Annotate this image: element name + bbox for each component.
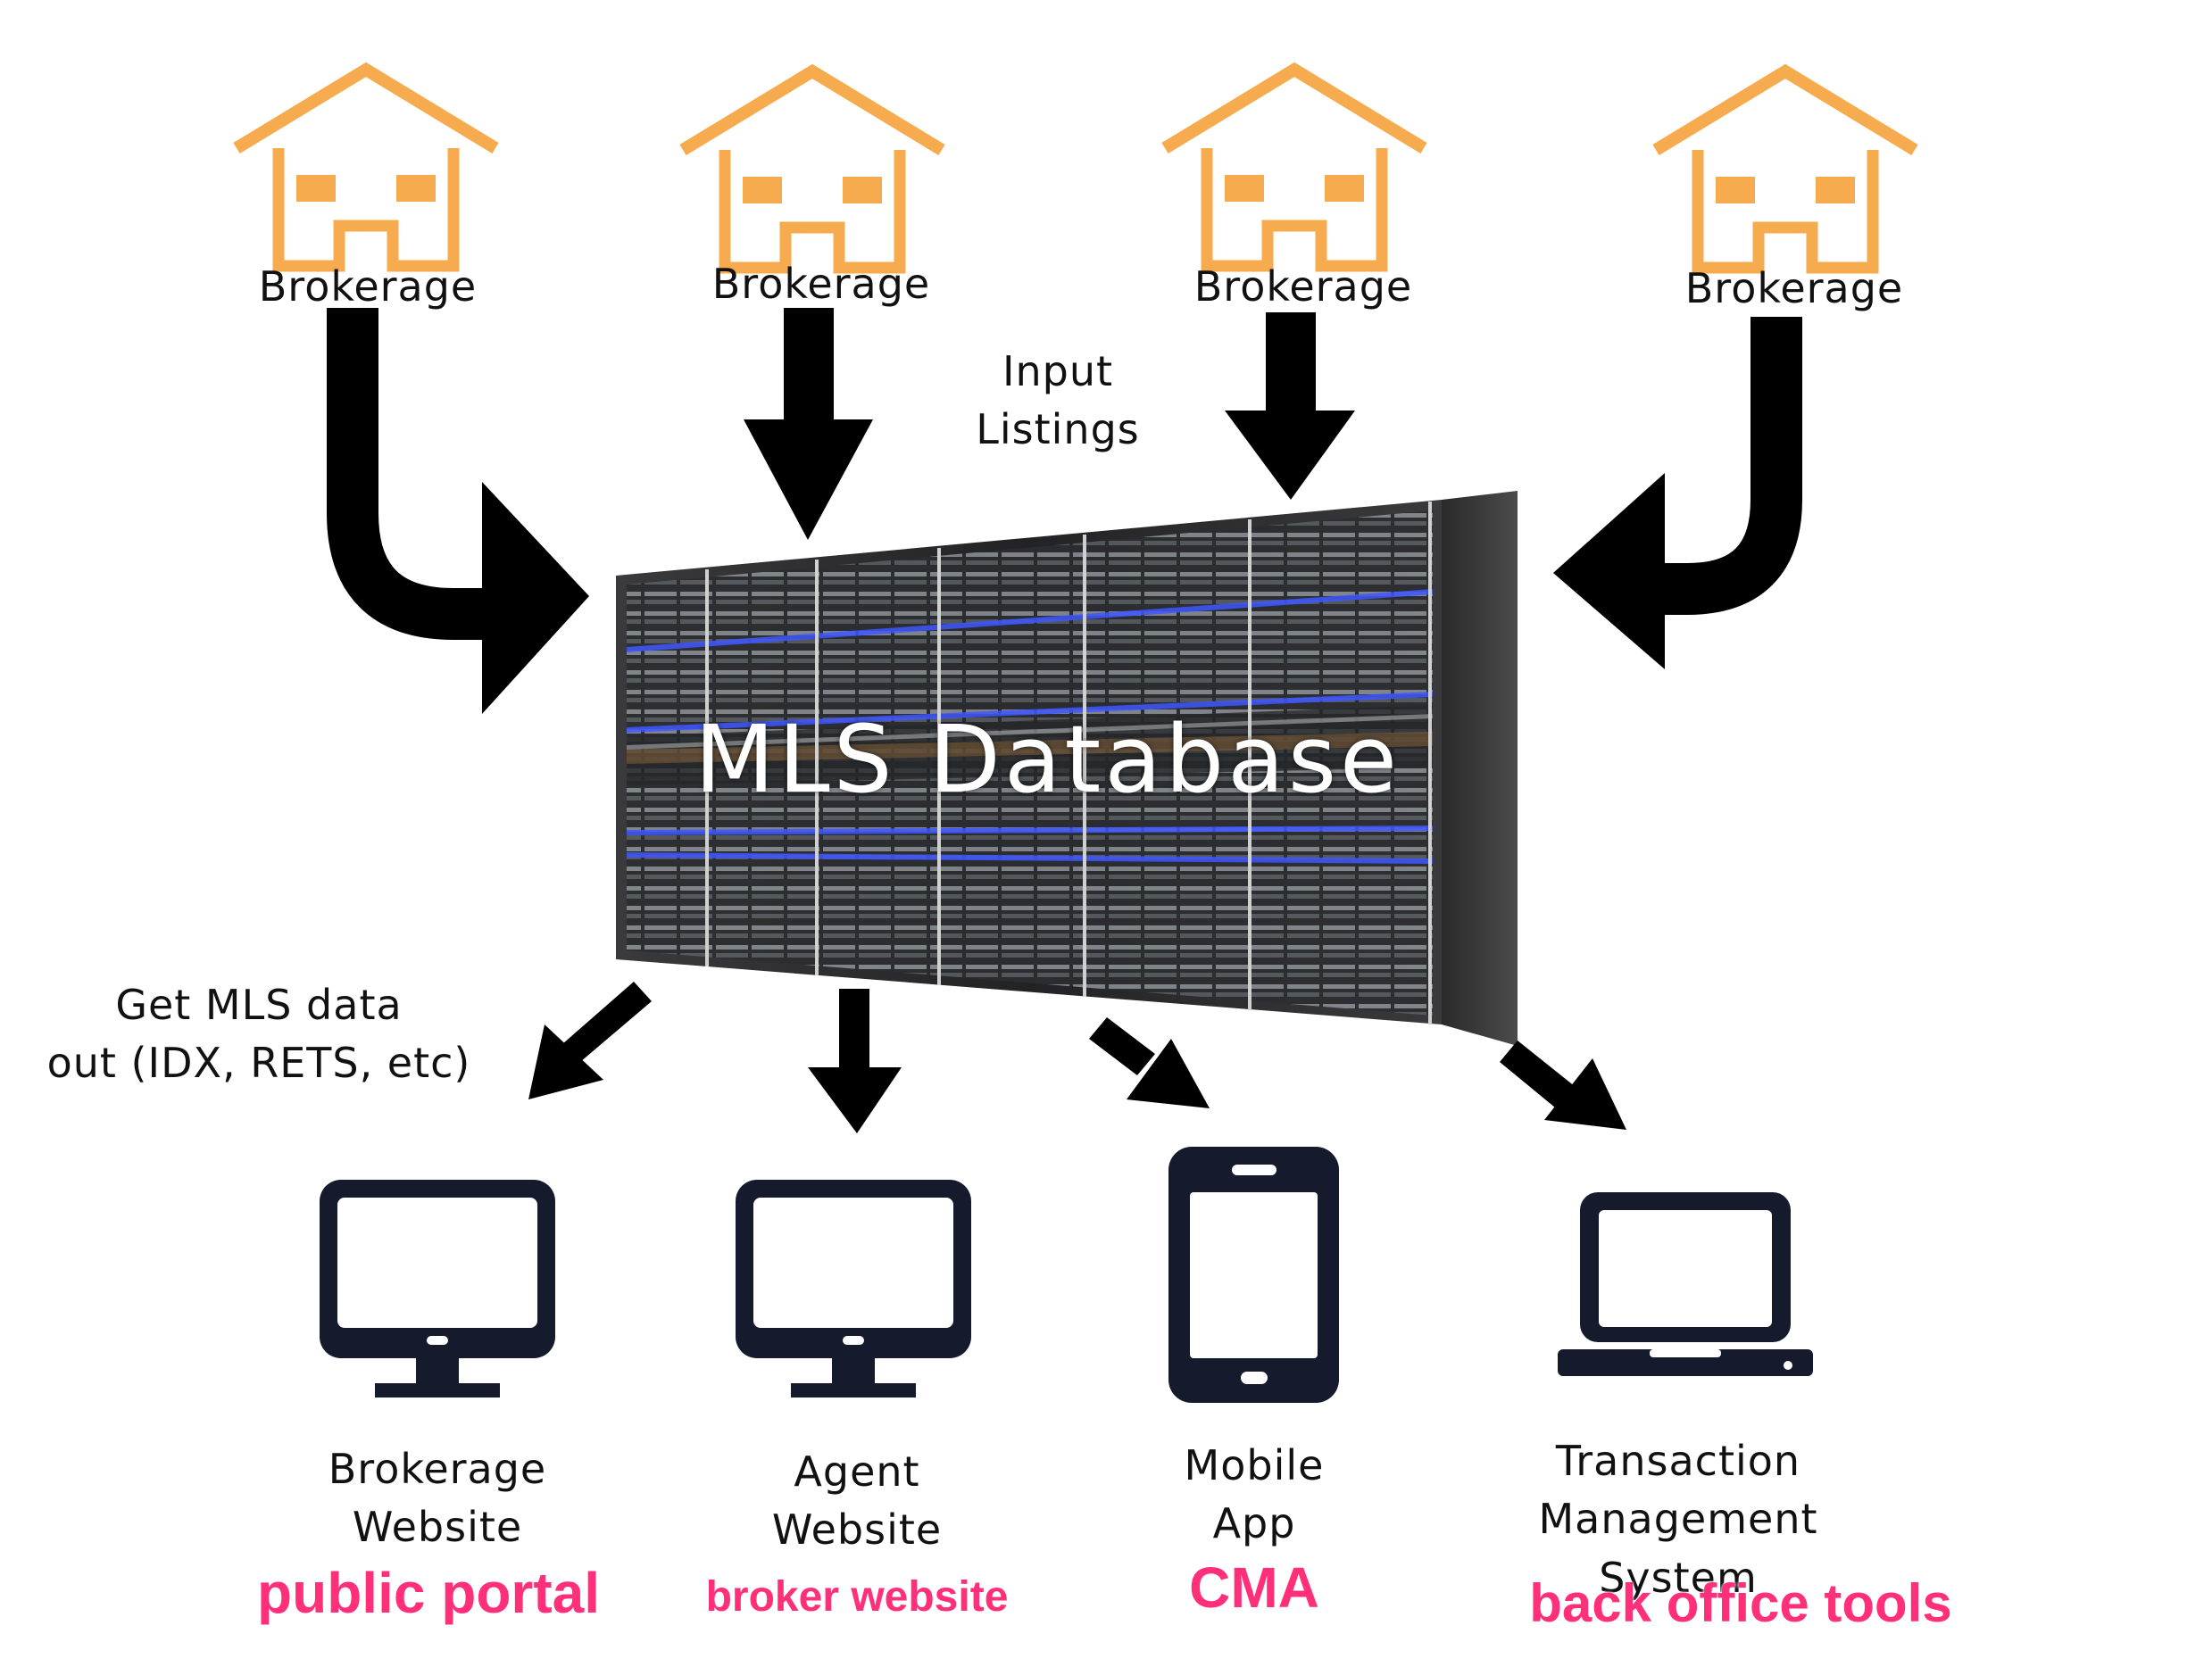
back-office-tools-tag: back office tools <box>1529 1573 1952 1633</box>
output-arrow-2 <box>808 989 902 1133</box>
diagram-title: MLS Database <box>694 705 1401 814</box>
mobile-app-label: Mobile App <box>1184 1441 1325 1548</box>
broker-website-tag: broker website <box>705 1573 1009 1621</box>
desktop-monitor-icon <box>736 1180 971 1397</box>
transaction-management-label: Transaction Management System <box>1538 1437 1818 1602</box>
output-arrow-1 <box>528 982 652 1099</box>
brokerage-2-house-icon <box>683 71 942 268</box>
brokerage-1-house-icon <box>237 70 495 266</box>
get-mls-data-label: Get MLS data out (IDX, RETS, etc) <box>46 981 471 1088</box>
mls-database-server-rack <box>616 491 1518 1046</box>
input-arrow-1 <box>327 308 589 714</box>
brokerage-label: Brokerage <box>1193 262 1413 311</box>
output-arrow-3 <box>1089 1017 1210 1108</box>
laptop-icon <box>1558 1192 1813 1376</box>
desktop-monitor-icon <box>320 1180 555 1397</box>
brokerage-website-label: Brokerage Website <box>328 1445 547 1552</box>
mobile-phone-icon <box>1168 1147 1339 1403</box>
agent-website-label: Agent Website <box>771 1447 943 1555</box>
public-portal-tag: public portal <box>257 1561 600 1625</box>
brokerage-label: Brokerage <box>711 260 931 308</box>
brokerage-4-house-icon <box>1656 71 1915 268</box>
input-arrow-3 <box>1225 312 1355 500</box>
input-arrow-4 <box>1553 317 1802 669</box>
cma-tag: CMA <box>1189 1555 1319 1620</box>
input-listings-label: Input Listings <box>976 347 1140 454</box>
input-arrow-2 <box>744 308 873 540</box>
output-arrow-4 <box>1500 1041 1626 1130</box>
brokerage-label: Brokerage <box>1684 264 1904 312</box>
brokerage-3-house-icon <box>1165 70 1424 266</box>
brokerage-label: Brokerage <box>258 262 478 311</box>
